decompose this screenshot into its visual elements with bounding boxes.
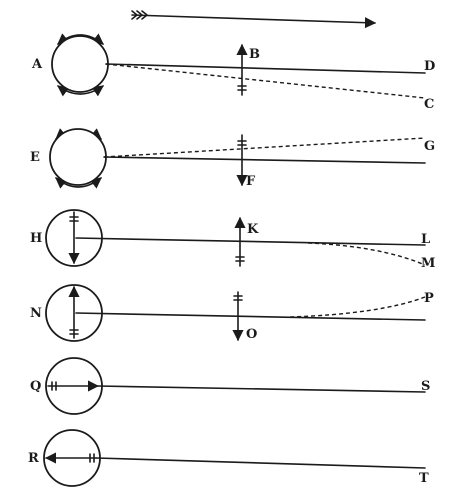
- ray-no: [75, 312, 426, 321]
- eye-circle-a: [51, 35, 109, 93]
- label-r: R: [28, 451, 39, 466]
- diagram-row-a: [51, 33, 426, 99]
- rotation-arrow-bottom: [55, 177, 102, 189]
- eye-circle-e: [49, 128, 107, 186]
- diagram-row-r: [43, 429, 426, 487]
- label-e: E: [30, 150, 40, 165]
- label-c: C: [424, 97, 434, 112]
- label-g: G: [424, 139, 435, 154]
- diagram-row-e: [49, 128, 426, 189]
- label-l: L: [421, 232, 430, 247]
- label-k: K: [247, 222, 259, 237]
- label-q: Q: [30, 379, 41, 394]
- ray-rt: [95, 457, 426, 469]
- rotation-arrow-top: [57, 33, 104, 45]
- ray-hm-dashed: [307, 242, 426, 266]
- point-labels: A B D C E G F H K L M N P O Q S R T: [28, 47, 435, 486]
- ray-eg-dashed: [103, 137, 426, 158]
- label-s: S: [421, 379, 430, 394]
- label-d: D: [424, 59, 435, 74]
- ray-ad: [105, 63, 426, 74]
- label-a: A: [31, 57, 43, 72]
- label-b: B: [249, 47, 260, 62]
- top-direction-arrow: [131, 10, 377, 29]
- rotation-arrow-bottom: [57, 85, 104, 97]
- diagram-row-n: [45, 284, 426, 342]
- ray-hl: [75, 237, 426, 246]
- ray-ef: [103, 156, 426, 164]
- label-p: P: [424, 291, 434, 306]
- label-t: T: [419, 471, 429, 486]
- ray-ac-dashed: [105, 63, 426, 99]
- label-h: H: [30, 231, 42, 246]
- diagram-row-q: [45, 357, 426, 415]
- label-o: O: [246, 327, 257, 342]
- label-f: F: [246, 174, 256, 189]
- ray-np-dashed: [289, 296, 426, 318]
- label-m: M: [421, 256, 435, 271]
- ray-qs: [97, 385, 426, 393]
- diagram-row-h: [45, 209, 426, 267]
- label-n: N: [30, 306, 42, 321]
